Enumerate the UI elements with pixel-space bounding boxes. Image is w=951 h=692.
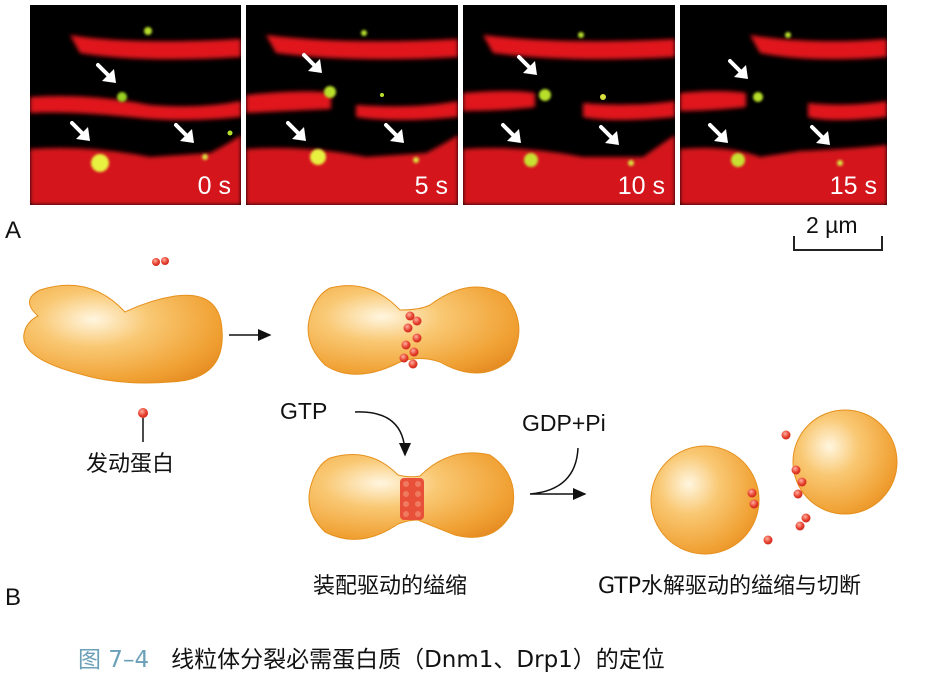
assembly-constriction-caption: 装配驱动的缢缩 — [313, 574, 468, 599]
figure-caption-text: 线粒体分裂必需蛋白质（Dnm1、Drp1）的定位 — [171, 647, 665, 673]
frame-time-label: 15 s — [829, 172, 877, 200]
gdp-arrow — [529, 447, 587, 500]
dynamin-dot — [161, 257, 169, 265]
dynamin-cluster — [399, 311, 422, 369]
scale-bar — [793, 236, 883, 251]
figure-number: 图 7–4 — [78, 647, 150, 673]
micrograph-frame-1: 0 s — [30, 5, 241, 205]
gtp-arrow — [354, 411, 411, 457]
released-dynamin — [747, 430, 811, 545]
dynamin-ring — [400, 478, 424, 520]
frame-time-label: 5 s — [414, 172, 448, 200]
dynamin-dot — [138, 408, 148, 418]
dynamin-ring-texture — [403, 481, 421, 517]
panel-a-label: A — [5, 217, 22, 244]
daughter-mitochondrion-left — [650, 445, 760, 555]
micrograph-frame-4: 15 s — [680, 5, 887, 205]
panel-b-label: B — [5, 584, 22, 611]
frame-time-label: 10 s — [617, 172, 665, 200]
figure-caption: 图 7–4 线粒体分裂必需蛋白质（Dnm1、Drp1）的定位 — [78, 640, 665, 674]
scale-bar-label: 2 µm — [806, 212, 858, 238]
gtp-label: GTP — [280, 398, 328, 424]
dynamin-dot — [152, 258, 160, 266]
fission-diagram — [23, 257, 898, 555]
frame-time-label: 0 s — [197, 172, 231, 200]
mitochondrion-initial — [23, 284, 223, 384]
dynamin-label: 发动蛋白 — [86, 452, 175, 477]
gdp-pi-label: GDP+Pi — [522, 410, 606, 436]
daughter-mitochondrion-right — [792, 409, 898, 515]
hydrolysis-constriction-caption: GTP水解驱动的缢缩与切断 — [598, 574, 861, 599]
micrograph-frame-2: 5 s — [246, 5, 458, 205]
mitochondrion-recruitment — [307, 285, 520, 375]
micrograph-frame-3: 10 s — [463, 5, 675, 205]
